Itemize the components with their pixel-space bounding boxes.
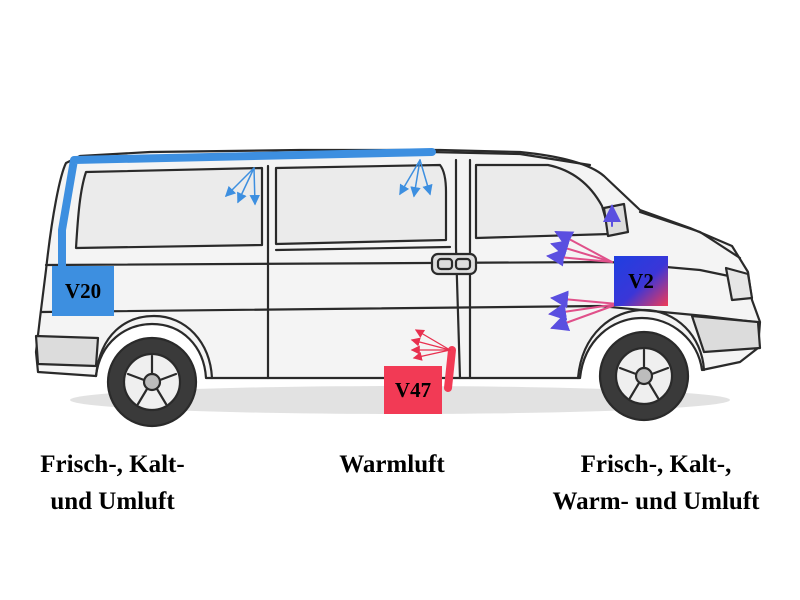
caption-center: Warmluft: [300, 446, 484, 483]
caption-right-line-2: Warm- und Umluft: [552, 488, 760, 515]
cold-air-duct: [58, 148, 436, 304]
front-wheel: [598, 330, 690, 422]
v20-label: V20: [64, 278, 102, 303]
headlight: [724, 266, 754, 302]
v2-box: [614, 256, 668, 306]
door-handle-grip-2: [454, 257, 472, 271]
roof-outlet-middle-arrows: [399, 159, 433, 198]
rear-wheel-arch: [94, 314, 214, 380]
warm-air-duct: [410, 329, 456, 392]
front-wheel-arch: [576, 308, 706, 380]
door-handle-grip: [436, 257, 454, 271]
rear-wheel: [106, 336, 198, 428]
van-drawing: [34, 148, 762, 428]
v47-box: [384, 366, 442, 414]
middle-window: [274, 163, 448, 246]
caption-center-line-1: Warmluft: [339, 451, 445, 478]
sliding-door-track: [274, 245, 452, 252]
front-bumper: [690, 314, 762, 354]
caption-left-line-1: Frisch-, Kalt-: [40, 451, 185, 478]
v20-box: [52, 266, 114, 316]
sliding-door-front: [454, 158, 462, 380]
caption-right-line-1: Frisch-, Kalt-,: [580, 451, 732, 478]
caption-left-line-2: und Umluft: [50, 488, 175, 515]
warm-outlet-arrows: [410, 329, 451, 361]
v2-label: V2: [628, 268, 654, 293]
v47-label: V47: [394, 377, 432, 402]
rear-side-window: [74, 166, 264, 250]
front-air-arrows: [546, 204, 621, 331]
roof-outlet-rear-arrows: [224, 167, 260, 206]
caption-right: Frisch-, Kalt-, Warm- und Umluft: [520, 446, 792, 520]
hood-line: [638, 210, 742, 260]
rear-bumper: [34, 334, 100, 368]
side-mirror: [602, 202, 630, 238]
caption-left: Frisch-, Kalt- und Umluft: [0, 446, 225, 520]
